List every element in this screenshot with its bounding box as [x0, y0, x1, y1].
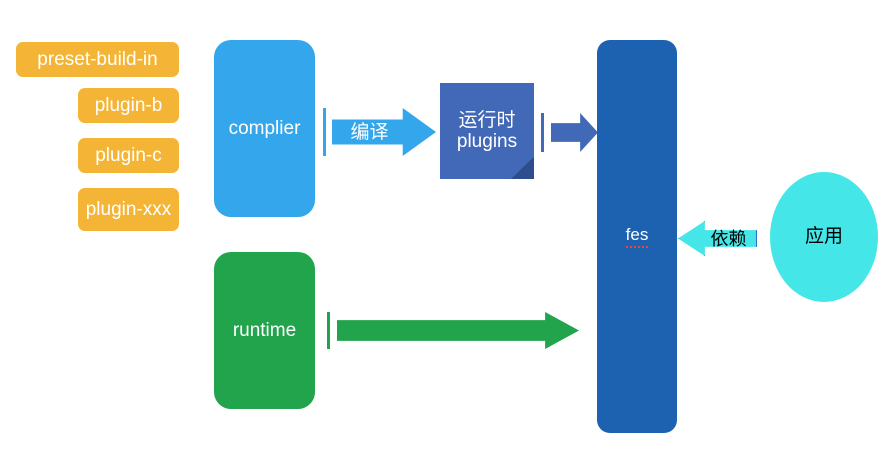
node-application[interactable]: 应用	[770, 172, 878, 302]
node-label: fes	[625, 225, 649, 248]
arrow-body	[551, 113, 598, 152]
node-label: plugin-xxx	[85, 198, 172, 220]
node-label: 应用	[804, 226, 843, 248]
arrow-runtime-to-fes[interactable]	[327, 312, 579, 349]
arrow-body	[337, 312, 579, 349]
node-runtime-plugins[interactable]: 运行时 plugins	[440, 83, 534, 179]
node-label: complier	[228, 117, 301, 139]
node-label-line2: plugins	[456, 131, 518, 152]
node-plugin-b[interactable]: plugin-b	[78, 88, 179, 123]
arrow-label: 编译	[350, 121, 389, 143]
node-label: preset-build-in	[37, 48, 158, 70]
node-plugin-c[interactable]: plugin-c	[78, 138, 179, 173]
node-label: plugin-c	[95, 144, 162, 166]
node-label-line1: 运行时	[458, 109, 516, 131]
node-label: runtime	[232, 319, 297, 341]
node-preset-build-in[interactable]: preset-build-in	[16, 42, 179, 77]
arrow-compile[interactable]: 编译	[323, 108, 436, 156]
node-label: plugin-b	[94, 94, 163, 116]
arrow-depend[interactable]: 依赖	[678, 221, 757, 256]
arrow-tail-bar	[327, 312, 330, 349]
arrow-tail-bar	[323, 108, 326, 156]
arrow-plugins-to-fes[interactable]	[541, 113, 598, 152]
arrow-label: 依赖	[710, 228, 747, 249]
node-fes[interactable]: fes	[597, 40, 677, 433]
node-complier[interactable]: complier	[214, 40, 315, 217]
arrow-tail-bar	[541, 113, 544, 152]
node-runtime[interactable]: runtime	[214, 252, 315, 409]
node-plugin-xxx[interactable]: plugin-xxx	[78, 188, 179, 231]
